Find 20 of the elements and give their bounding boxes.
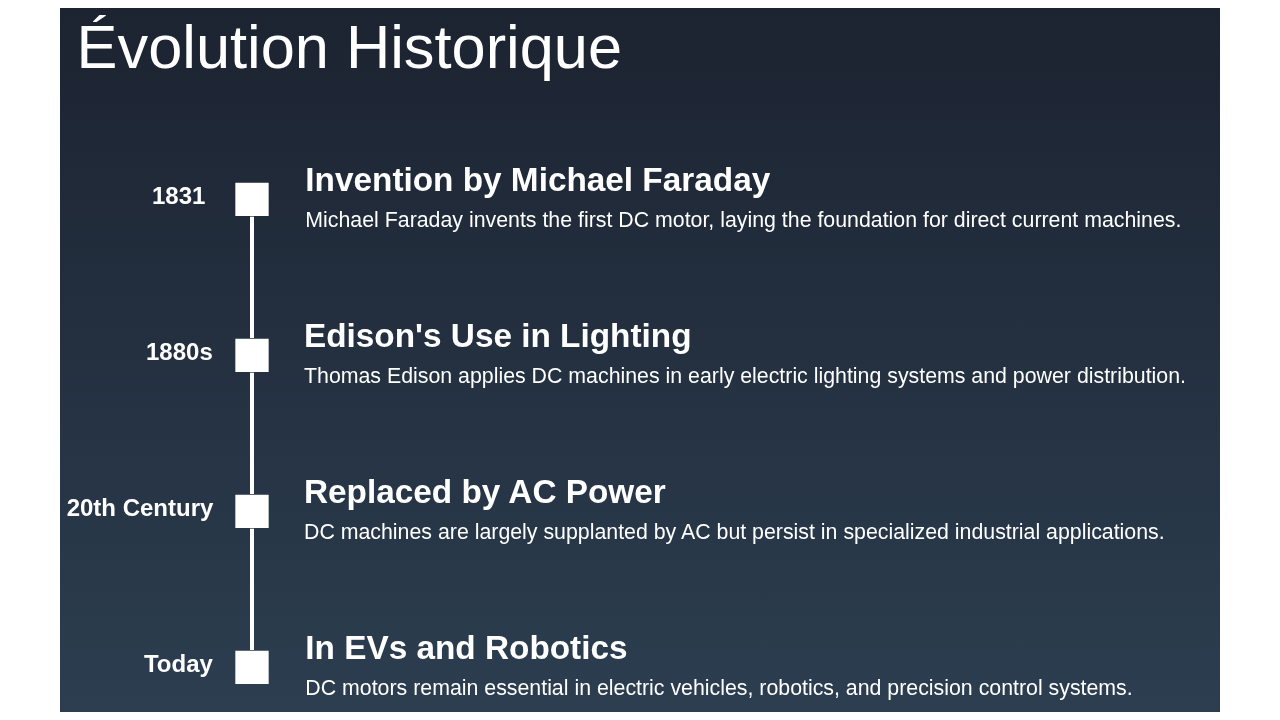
node-box [235, 338, 269, 372]
node-label: In EVs and Robotics [305, 629, 628, 667]
node-box [235, 650, 269, 684]
connector [250, 372, 254, 494]
node-box [235, 182, 269, 216]
node-label: DC motors remain essential in electric vehicles, robotics, and precision control systems. [305, 676, 1133, 701]
node-label: Edison's Use in Lighting [304, 317, 692, 355]
node-label: Replaced by AC Power [304, 473, 666, 511]
connector [250, 528, 254, 650]
node-label: DC machines are largely supplanted by AC but persist in specialized industrial applications. [304, 520, 1165, 545]
node-label: Invention by Michael Faraday [305, 161, 771, 199]
node-box [235, 494, 269, 528]
node-label: 1831 [152, 181, 206, 209]
node-label: Michael Faraday invents the first DC motor, laying the foundation for direct current machines. [305, 208, 1182, 233]
node-label: Thomas Edison applies DC machines in early electric lighting systems and power distribution. [304, 364, 1186, 389]
diagram-title: Évolution Historique [76, 11, 623, 81]
node-label: Today [144, 649, 213, 677]
node-label: 1880s [146, 337, 213, 365]
connector [250, 216, 254, 338]
node-label: 20th Century [66, 493, 214, 521]
